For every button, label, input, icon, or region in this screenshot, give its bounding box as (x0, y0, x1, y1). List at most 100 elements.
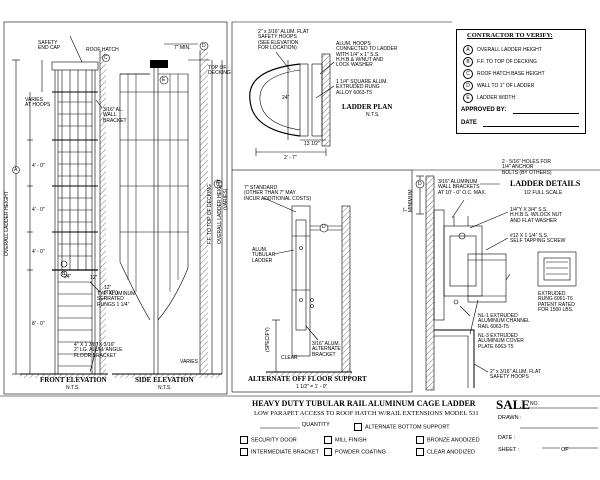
checkbox[interactable] (416, 448, 424, 456)
verify-item-text: F.F. TO TOP OF DECKING (477, 59, 537, 65)
front-elevation-drawing (12, 35, 110, 378)
callout-b-front: B (62, 271, 66, 277)
label-detail-hhb: 1/4"Y X 3/4" S.S. H.H.B.S. W/LOCK NUT AN… (510, 207, 563, 224)
alt-support-scale: 1 1/2" = 1' - 0" (296, 384, 328, 390)
label-overall-height-front: OVERALL LADDER HEIGHT (4, 191, 10, 256)
alt-support-drawing (263, 197, 352, 376)
dim-8ft: 8' - 0" (32, 321, 45, 327)
label-varies-side: (VARIES) (223, 188, 229, 210)
verify-date-line (483, 126, 579, 127)
label-detail-safety-hoops: 2" x 3/16" ALUM. FLAT SAFETY HOOPS (490, 369, 541, 381)
dim-4ft-c: 4' - 0" (32, 249, 45, 255)
ladder-plan-scale: N.T.S. (366, 112, 380, 118)
callout-d-side: D (202, 43, 206, 49)
callout-h-side: H (216, 181, 220, 187)
callout-a-front: A (14, 167, 18, 173)
of-label: OF (561, 447, 569, 453)
option-powder-coating[interactable]: POWDER COATING (324, 448, 386, 456)
option-security-door[interactable]: SECURITY DOOR (240, 436, 297, 444)
ladder-plan-drawing (249, 51, 335, 156)
option-clear-anodized[interactable]: CLEAR ANODIZED (416, 448, 475, 456)
date-label: DATE : (498, 435, 516, 441)
front-elevation-scale: N.T.S. (66, 385, 80, 391)
ladder-details-drawing (415, 175, 577, 391)
verify-item: E LADDER WIDTH (463, 93, 515, 103)
verify-item-text: OVERALL LADDER HEIGHT (477, 47, 542, 53)
dim-plan-24: 24" (282, 95, 290, 101)
label-alt-specify: (SPECIFY) (265, 327, 271, 352)
alt-support-title: ALTERNATE OFF FLOOR SUPPORT (248, 375, 367, 383)
label-top-of-decking: TOP OF DECKING (208, 65, 231, 77)
callout-d-alt: D (322, 224, 326, 230)
option-label: INTERMEDIATE BRACKET (251, 449, 320, 456)
verify-title: CONTRACTOR TO VERIFY: (467, 32, 553, 39)
verify-item-text: WALL TO 1" OF LADDER (477, 83, 535, 89)
dim-plan-13-half: 13 1/2" (304, 141, 320, 147)
verify-item-text: LADDER WIDTH (477, 95, 516, 101)
option-label: POWDER COATING (335, 449, 386, 456)
approved-by-line (513, 113, 579, 114)
ladder-plan-title: LADDER PLAN (342, 103, 393, 111)
verify-item: C ROOF HATCH BASE HEIGHT (463, 69, 545, 79)
ladder-details-title: LADDER DETAILS (510, 179, 581, 188)
checkbox[interactable] (416, 436, 424, 444)
callout-e-side: E (162, 77, 166, 83)
title-block-lines (260, 407, 598, 449)
dim-24: 24" (64, 274, 72, 280)
label-varies-at-hoops: VARIES AT HOOPS (25, 97, 51, 109)
option-label: CLEAR ANODIZED (427, 449, 475, 456)
callout-d-detail: D (418, 181, 422, 187)
verify-key-badge: E (463, 93, 473, 103)
drawn-label: DRAWN : (498, 415, 522, 421)
callout-c-front: C (104, 55, 108, 61)
checkbox[interactable] (240, 448, 248, 456)
label-detail-channel-rail: NL-1 EXTRUDED ALUMINUM CHANNEL RAIL 6063… (478, 313, 530, 330)
verify-item-text: ROOF HATCH BASE HEIGHT (477, 71, 545, 77)
verify-key-badge: D (463, 81, 473, 91)
label-roof-hatch: ROOF HATCH (86, 47, 119, 53)
sale-no-label: NO. (530, 401, 539, 407)
checkbox[interactable] (324, 436, 332, 444)
front-elevation-title: FRONT ELEVATION (40, 376, 107, 384)
dim-7-min: 7" MIN. (174, 45, 191, 51)
verify-date-label: DATE (461, 120, 477, 126)
checkbox[interactable] (324, 448, 332, 456)
alt-support-frame (231, 169, 413, 393)
verify-item: B F.F. TO TOP OF DECKING (463, 57, 537, 67)
front-side-frame (3, 21, 228, 395)
drawing-subtitle: LOW PARAPET ACCESS TO ROOF HATCH W/RAIL … (254, 410, 479, 417)
label-alt-standard: 7" STANDARD (OTHER THAN 7" MAY INCUR ADD… (244, 185, 312, 202)
sale-label: SALE (496, 397, 530, 412)
option-bronze-anodized[interactable]: BRONZE ANODIZED (416, 436, 480, 444)
option-alternate-bottom-support[interactable]: ALTERNATE BOTTOM SUPPORT (354, 423, 450, 431)
label-detail-holes: 2 - 5/16" HOLES FOR 1/4" ANCHOR BOLTS (B… (502, 159, 552, 176)
option-mill-finish[interactable]: MILL FINISH (324, 436, 367, 444)
verify-key-badge: C (463, 69, 473, 79)
label-detail-wall-brackets: 3/16" ALUMINUM WALL BRACKETS AT 10' - 0"… (438, 179, 487, 196)
side-elevation-scale: N.T.S. (158, 385, 172, 391)
checkbox[interactable] (354, 423, 362, 431)
verify-item: D WALL TO 1" OF LADDER (463, 81, 534, 91)
option-label: BRONZE ANODIZED (427, 437, 480, 444)
label-floor-bracket: 4" X 1 3/8" X 3/16" 2" LG. ALUM. ANGLE F… (74, 342, 123, 359)
dim-12-typ: 12" (TYP.) (104, 285, 118, 297)
checkbox[interactable] (240, 436, 248, 444)
option-intermediate-bracket[interactable]: INTERMEDIATE BRACKET (240, 448, 319, 456)
sheet-label: SHEET : (498, 447, 520, 453)
dim-4ft-a: 4' - 0" (32, 163, 45, 169)
label-rungs: TYP. ALUMINUM SERRATED RUNGS 1 1/4" (97, 291, 136, 308)
verify-key-badge: B (463, 57, 473, 67)
dim-plan-2-7: 2' - 7" (284, 155, 297, 161)
label-varies-small: VARIES (180, 359, 198, 365)
drawing-title: HEAVY DUTY TUBULAR RAIL ALUMINUM CAGE LA… (252, 399, 476, 408)
dim-4ft-b: 4' - 0" (32, 207, 45, 213)
option-label: SECURITY DOOR (251, 437, 297, 444)
approved-by-label: APPROVED BY: (461, 107, 507, 113)
label-wall-bracket: 3/16" AL. WALL BRACKET (103, 107, 127, 124)
quantity-field[interactable]: QUANTITY (302, 422, 330, 428)
label-alt-clear: CLEAR (281, 355, 298, 361)
side-elevation-title: SIDE ELEVATION (135, 376, 194, 384)
